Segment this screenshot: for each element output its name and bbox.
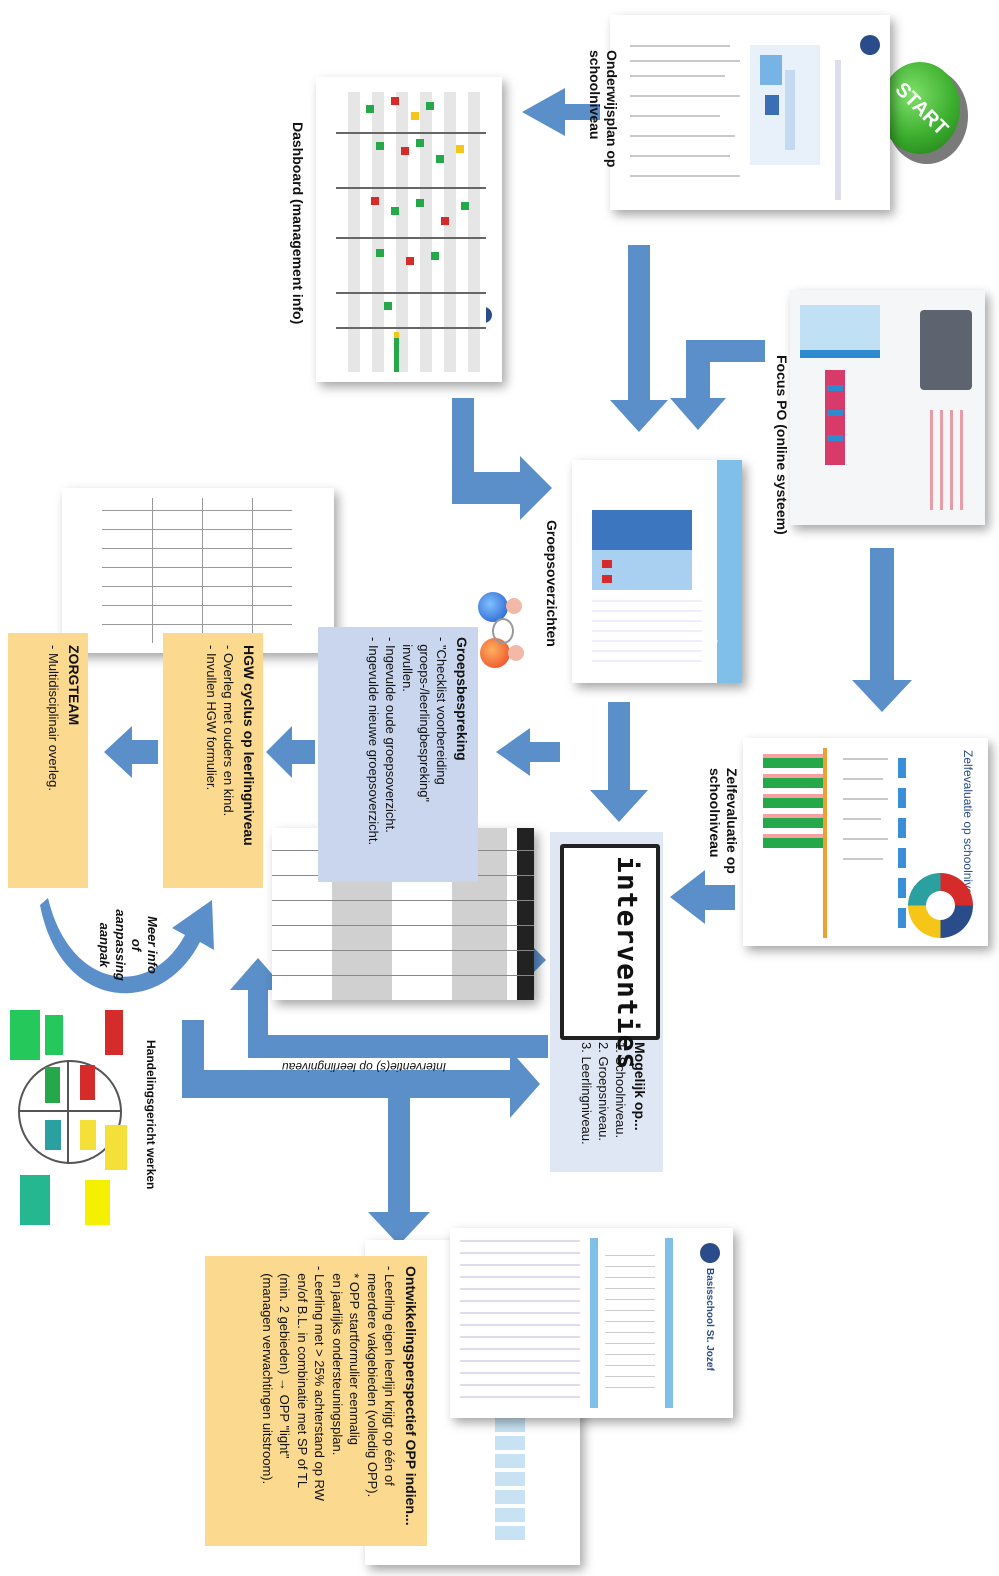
arrow-leerlingniveau	[182, 1020, 540, 1118]
opp-box: Ontwikkelingsperspectief OPP indien... -…	[205, 1256, 427, 1546]
meer-info-line2: of	[129, 938, 144, 952]
arrow-to-dashboard	[522, 88, 600, 136]
interventies-item-3: 3. Leerlingniveau.	[579, 1042, 594, 1145]
onderwijsplan-label: Onderwijsplan op schoolniveau	[586, 50, 620, 167]
ontwikkelingsperspectief-document-front: Basisschool St. Jozef	[450, 1228, 733, 1418]
meer-info-line3: aanpassing	[113, 909, 128, 981]
groepsoverzichten-document: focus PO	[572, 460, 742, 683]
school-name-1: Basisschool St. Jozef	[704, 1268, 715, 1371]
focus-po-document	[790, 290, 985, 525]
groepsbespreking-line-3: invullen.	[400, 637, 415, 692]
dashboard-document	[316, 77, 502, 382]
opp-title: Ontwikkelingsperspectief OPP indien...	[403, 1266, 419, 1526]
arrow-focus-down	[852, 548, 912, 712]
arrow-focus-to-groeps	[670, 340, 765, 430]
interventies-item-1: 1. Schoolniveau.	[613, 1042, 628, 1139]
hgw-form-document	[62, 488, 334, 653]
groepsbespreking-title: Groepsbespreking	[454, 637, 470, 761]
hgw-line-1: - Overleg met ouders en kind.	[221, 645, 236, 817]
opp-line-2: meerdere vakgebieden (volledig OPP).	[365, 1266, 380, 1498]
onderwijsplan-label-line2: schoolniveau	[587, 50, 603, 140]
interventies-word: interventies	[611, 856, 644, 1071]
handelingsgericht-label: Handelingsgericht werken	[144, 1040, 158, 1190]
arrow-interventies-back	[230, 958, 548, 1058]
opp-line-3: * OPP startformulier eenmalig	[347, 1266, 363, 1445]
hgw-title: HGW cyclus op leerlingniveau	[241, 645, 257, 846]
opp-line-4: en jaarlijks ondersteuningsplan.	[330, 1266, 345, 1456]
opp-line-1: - Leerling eigen leerlijn krijgt op één …	[382, 1266, 398, 1486]
interventies-item-2: 2. Groepsniveau.	[596, 1042, 611, 1142]
arrow-plan-down	[610, 245, 668, 432]
groepsoverzichten-label: Groepsoverzichten	[544, 520, 560, 647]
arrow-to-hgw	[266, 726, 315, 778]
arrow-to-zorgteam	[104, 726, 158, 778]
people-icon	[470, 590, 540, 670]
arrow-to-groepsbespreking	[496, 728, 560, 776]
meer-info-line1: Meer info	[145, 916, 160, 974]
meer-info-line4: aanpak	[97, 922, 112, 968]
groepsbespreking-line-4: - Ingevulde oude groepsoverzicht.	[383, 637, 398, 833]
interventies-box: interventies Mogelijk op... 1. Schoolniv…	[550, 832, 663, 1172]
opp-line-8: (managen verwachtingen uitstroom).	[260, 1266, 275, 1485]
focus-po-logo: focus PO	[705, 638, 720, 683]
opp-line-7: (min. 2 gebieden) → OPP "light"	[277, 1266, 293, 1459]
zelfevaluatie-label: Zelfevaluatie op schoolniveau	[706, 768, 740, 874]
interventies-title: Mogelijk op...	[632, 1042, 648, 1131]
zorgteam-title: ZORGTEAM	[66, 645, 82, 726]
onderwijsplan-document	[610, 15, 890, 210]
zelfevaluatie-label-line1: Zelfevaluatie op	[724, 768, 740, 874]
interventies-frame: interventies	[560, 844, 660, 1070]
zorgteam-box: ZORGTEAM - Multidisciplinair overleg.	[8, 633, 88, 888]
groepsbespreking-line-2: groeps-/leerlingbespreking"	[417, 637, 432, 803]
zelfevaluatie-document: Zelfevaluatie op schoolniveau	[743, 738, 988, 946]
arrow-groeps-down	[590, 702, 648, 822]
start-button-icon[interactable]: START	[880, 60, 980, 170]
zorgteam-line-1: - Multidisciplinair overleg.	[46, 645, 61, 791]
interventies-leerlingniveau-label: Interventie(s) op leerlingniveau	[282, 1060, 447, 1074]
opp-line-6: en/of B.L. in combinatie met SP of TL	[295, 1266, 310, 1489]
groepsbespreking-line-5: - Ingevulde nieuwe groepsoverzicht.	[366, 637, 381, 846]
hgw-box: HGW cyclus op leerlingniveau - Overleg m…	[163, 633, 263, 888]
groepsbespreking-box: Groepsbespreking - "Checklist voorbereid…	[318, 627, 478, 882]
arrow-dashboard-to-groeps	[452, 398, 552, 520]
arrow-zelf-to-interventies	[670, 870, 735, 924]
dashboard-label: Dashboard (management info)	[290, 122, 306, 325]
arrow-to-opp	[368, 1098, 430, 1245]
opp-line-5: - Leerling met > 25% achterstand op RW	[312, 1266, 328, 1501]
groepsbespreking-line-1: - "Checklist voorbereiding	[434, 637, 449, 785]
focus-po-label: Focus PO (online systeem)	[774, 355, 790, 535]
meer-info-label: Meer info of aanpassing aanpak	[96, 905, 160, 985]
onderwijsplan-label-line1: Onderwijsplan op	[604, 50, 620, 168]
hgw-line-2: - Invullen HGW formulier.	[204, 645, 219, 791]
zelfevaluatie-label-line2: schoolniveau	[707, 768, 723, 858]
arrow-curved-meer-info	[40, 898, 214, 994]
hgw-cycle-diagram	[5, 1005, 145, 1230]
